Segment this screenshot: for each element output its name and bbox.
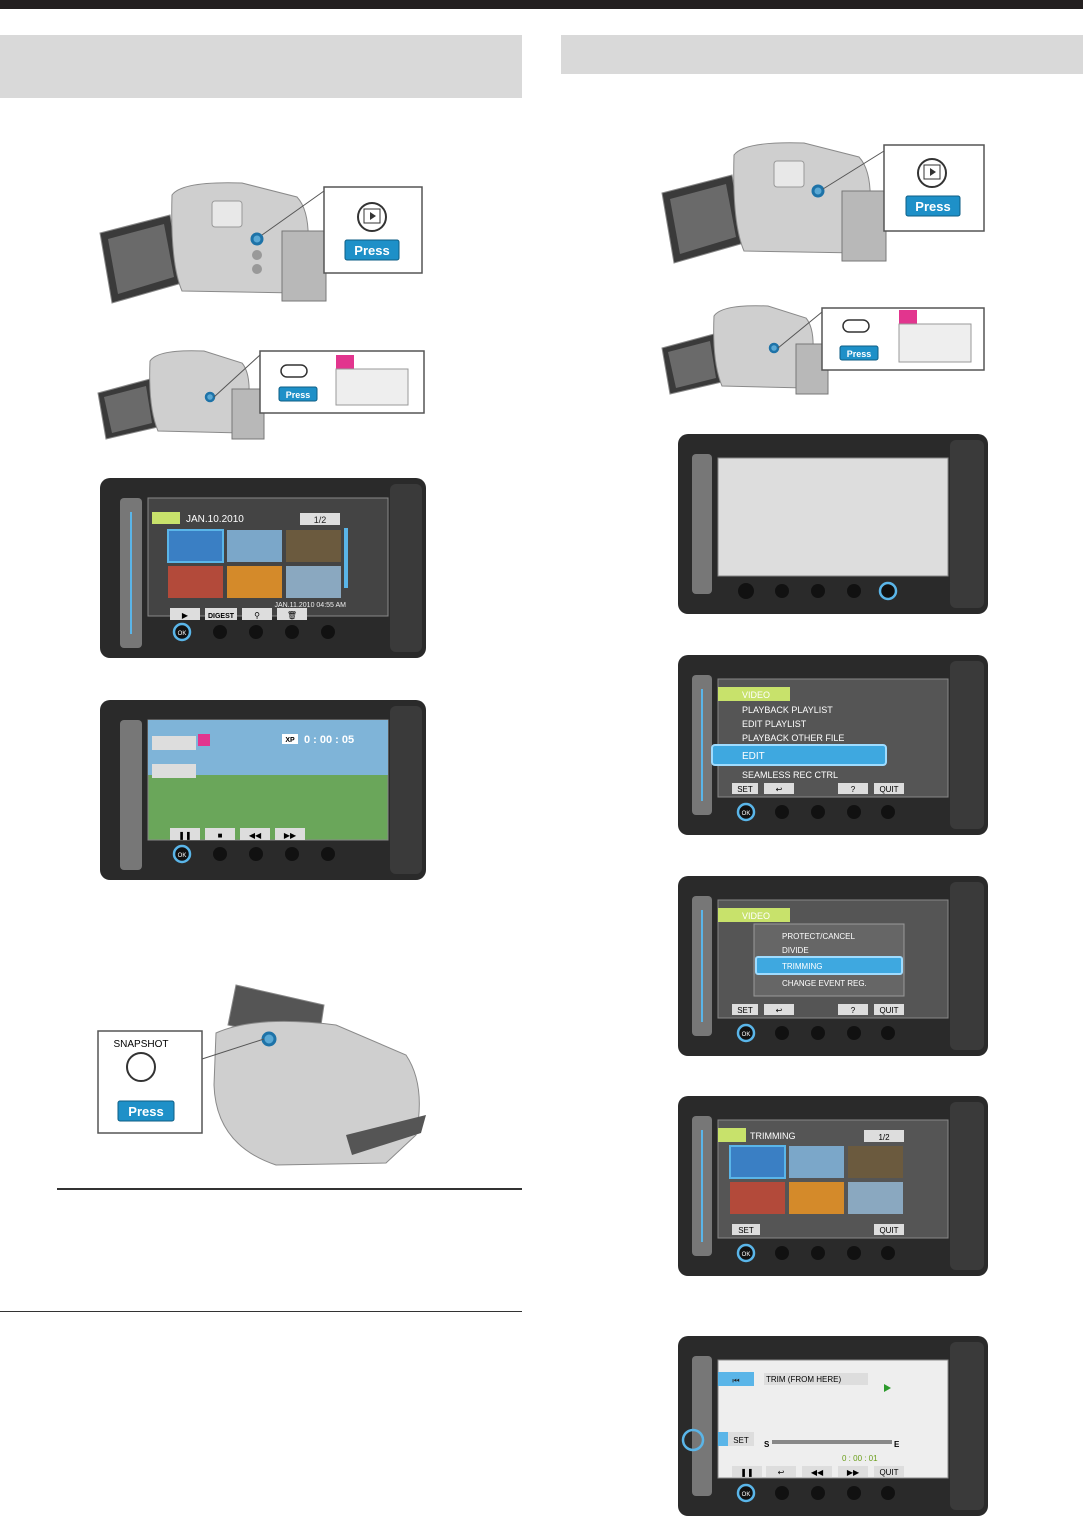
right-camera-mode-illustration: Press [656, 300, 988, 405]
trim-grid-btn-set[interactable]: SET [738, 1226, 754, 1235]
grid-btn-1[interactable]: ▶ [182, 611, 189, 620]
camera-mode-button-illustration: Press [92, 345, 432, 445]
lcd-trim-playback-screen: ⏮ TRIM (FROM HERE) SET S E 0 : 00 : 01 ❚… [678, 1336, 988, 1521]
edit-item-4[interactable]: CHANGE EVENT REG. [782, 979, 867, 988]
menu-item-1[interactable]: PLAYBACK PLAYLIST [742, 705, 833, 715]
right-section-header [561, 35, 1083, 74]
lcd-blank-menu-screen [678, 434, 988, 619]
trim-grid-btn-quit[interactable]: QUIT [879, 1226, 898, 1235]
lcd-playback-screen: XP 0 : 00 : 05 ❚❚ ■ ◀◀ ▶▶ OK [100, 700, 426, 885]
trim-btn-2[interactable]: ↩ [778, 1468, 785, 1477]
trim-btn-3[interactable]: ◀◀ [811, 1468, 824, 1477]
press-label-small: Press [286, 390, 311, 400]
trim-grid-ok: OK [742, 1252, 751, 1258]
trim-start-marker: S [764, 1440, 770, 1449]
menu-title: VIDEO [742, 690, 770, 700]
top-bar [0, 0, 1083, 9]
lcd-thumbnail-index-screen: JAN.10.2010 1/2 JAN.11.2010 04:55 AM ▶ D… [100, 478, 426, 663]
menu-item-5[interactable]: SEAMLESS REC CTRL [742, 770, 838, 780]
edit-ok: OK [742, 1032, 751, 1038]
play-btn-3[interactable]: ◀◀ [249, 831, 262, 840]
camera-snapshot-button-illustration: SNAPSHOT Press [96, 975, 436, 1175]
press-label: Press [354, 243, 389, 258]
lcd-trimming-index-screen: TRIMMING 1/2 SET QUIT OK [678, 1096, 988, 1281]
camera-playback-button-illustration: Press [92, 173, 432, 313]
menu-btn-back[interactable]: ↩ [776, 785, 783, 794]
play-btn-2[interactable]: ■ [218, 831, 223, 840]
trim-prev-label: ⏮ [732, 1376, 739, 1385]
grid-btn-3[interactable]: ⚲ [254, 611, 260, 620]
trim-from-here-label: TRIM (FROM HERE) [766, 1375, 841, 1384]
trim-time: 0 : 00 : 01 [842, 1454, 878, 1463]
edit-item-1[interactable]: PROTECT/CANCEL [782, 932, 855, 941]
snapshot-press-label: Press [128, 1104, 163, 1119]
trim-end-marker: E [894, 1440, 900, 1449]
trim-grid-title: TRIMMING [750, 1131, 796, 1141]
edit-btn-quit[interactable]: QUIT [879, 1006, 898, 1015]
trim-set-label[interactable]: SET [733, 1436, 749, 1445]
trim-btn-4[interactable]: ▶▶ [847, 1468, 860, 1477]
right-press-label-small: Press [847, 349, 872, 359]
note-bottom-rule [0, 1311, 522, 1312]
menu-btn-help[interactable]: ? [851, 785, 856, 794]
menu-btn-quit[interactable]: QUIT [879, 785, 898, 794]
edit-btn-back[interactable]: ↩ [776, 1006, 783, 1015]
grid-btn-2[interactable]: DIGEST [208, 613, 235, 620]
edit-btn-set[interactable]: SET [737, 1006, 753, 1015]
menu-item-3[interactable]: PLAYBACK OTHER FILE [742, 733, 844, 743]
grid-date: JAN.10.2010 [186, 514, 244, 525]
left-section-header [0, 35, 522, 98]
play-time: 0 : 00 : 05 [304, 734, 354, 746]
grid-page: 1/2 [314, 515, 327, 525]
edit-item-trimming[interactable]: TRIMMING [782, 962, 822, 971]
edit-item-2[interactable]: DIVIDE [782, 946, 809, 955]
right-camera-playback-illustration: Press [656, 133, 988, 273]
menu-item-edit[interactable]: EDIT [742, 751, 765, 762]
trim-ok: OK [742, 1492, 751, 1498]
trim-btn-quit[interactable]: QUIT [879, 1468, 898, 1477]
trim-btn-1[interactable]: ❚❚ [740, 1468, 753, 1477]
menu-btn-set[interactable]: SET [737, 785, 753, 794]
snapshot-label: SNAPSHOT [113, 1039, 168, 1050]
lcd-edit-submenu-screen: VIDEO PROTECT/CANCEL DIVIDE TRIMMING CHA… [678, 876, 988, 1061]
right-press-label: Press [915, 199, 950, 214]
menu-ok: OK [742, 811, 751, 817]
play-btn-1[interactable]: ❚❚ [178, 831, 191, 840]
grid-btn-4[interactable]: 🗑 [287, 611, 297, 620]
note-top-rule [57, 1188, 522, 1190]
edit-btn-help[interactable]: ? [851, 1006, 856, 1015]
trim-grid-page: 1/2 [878, 1133, 890, 1142]
play-mode: XP [285, 737, 295, 744]
edit-title: VIDEO [742, 911, 770, 921]
play-ok: OK [178, 853, 187, 859]
menu-item-2[interactable]: EDIT PLAYLIST [742, 719, 807, 729]
grid-ok: OK [178, 631, 187, 637]
lcd-video-menu-screen: VIDEO PLAYBACK PLAYLIST EDIT PLAYLIST PL… [678, 655, 988, 840]
grid-timestamp: JAN.11.2010 04:55 AM [275, 602, 347, 609]
play-btn-4[interactable]: ▶▶ [284, 831, 297, 840]
